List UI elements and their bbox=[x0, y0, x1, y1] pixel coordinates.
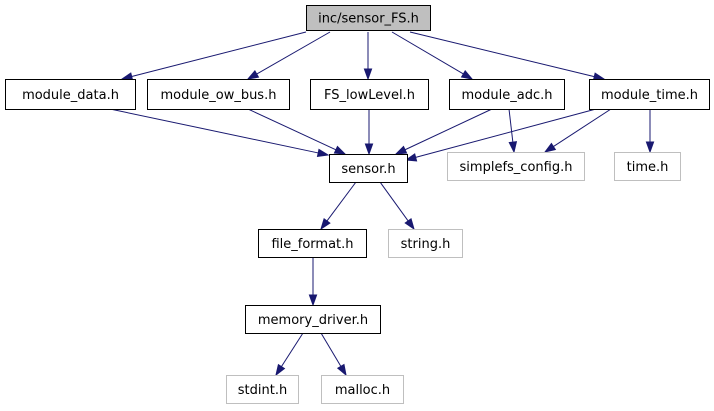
edge-module_time-to-simplefs bbox=[543, 108, 612, 153]
edge-line bbox=[109, 108, 319, 154]
node-fs-low[interactable]: FS_lowLevel.h bbox=[310, 79, 429, 110]
node-label: string.h bbox=[401, 237, 451, 252]
arrowhead-icon bbox=[508, 141, 518, 154]
edge-memory-to-malloc bbox=[320, 332, 347, 377]
node-module-data[interactable]: module_data.h bbox=[5, 79, 136, 110]
arrowhead-icon bbox=[320, 218, 331, 231]
edge-line bbox=[553, 108, 612, 147]
node-box bbox=[329, 154, 408, 183]
edges-layer bbox=[109, 31, 655, 377]
node-time: time.h bbox=[614, 152, 681, 181]
arrowhead-icon bbox=[460, 69, 474, 80]
node-box bbox=[245, 305, 381, 334]
edge-line bbox=[280, 332, 304, 367]
edge-sensor_fs-to-module_adc bbox=[391, 31, 474, 80]
node-malloc: malloc.h bbox=[321, 375, 404, 404]
edge-module_ow-to-sensor bbox=[247, 108, 347, 155]
node-label: file_format.h bbox=[271, 237, 353, 252]
edge-module_time-to-time bbox=[645, 109, 655, 154]
edge-sensor_fs-to-fs_low bbox=[363, 32, 373, 81]
node-sensor[interactable]: sensor.h bbox=[329, 154, 408, 183]
node-box bbox=[5, 79, 136, 110]
node-box bbox=[147, 79, 290, 110]
edge-line bbox=[247, 108, 337, 151]
node-simplefs: simplefs_config.h bbox=[447, 152, 585, 181]
node-label: stdint.h bbox=[238, 383, 287, 398]
node-memory[interactable]: memory_driver.h bbox=[245, 305, 381, 334]
node-sensor-fs[interactable]: inc/sensor_FS.h bbox=[306, 5, 431, 31]
node-label: simplefs_config.h bbox=[460, 160, 573, 175]
arrowhead-icon bbox=[363, 68, 373, 81]
node-module-ow[interactable]: module_ow_bus.h bbox=[147, 79, 290, 110]
node-box bbox=[589, 79, 710, 110]
node-box bbox=[306, 5, 431, 31]
node-box bbox=[388, 229, 463, 258]
edge-module_adc-to-simplefs bbox=[508, 108, 518, 154]
node-module-adc[interactable]: module_adc.h bbox=[449, 79, 565, 110]
node-label: malloc.h bbox=[335, 383, 390, 398]
node-label: module_ow_bus.h bbox=[161, 88, 277, 103]
arrowhead-icon bbox=[394, 145, 408, 155]
node-label: module_time.h bbox=[601, 88, 698, 103]
node-label: time.h bbox=[627, 160, 669, 175]
node-label: module_data.h bbox=[22, 88, 119, 103]
node-box bbox=[447, 152, 585, 181]
node-file-format[interactable]: file_format.h bbox=[258, 229, 367, 258]
arrowhead-icon bbox=[333, 145, 347, 155]
edge-sensor-to-string bbox=[379, 181, 415, 231]
node-box bbox=[614, 152, 681, 181]
edge-line bbox=[508, 108, 514, 143]
edge-line bbox=[391, 31, 464, 75]
node-box bbox=[258, 229, 367, 258]
edge-line bbox=[404, 108, 493, 151]
arrowhead-icon bbox=[543, 142, 557, 153]
edge-sensor-to-file_format bbox=[320, 181, 357, 231]
edge-sensor_fs-to-module_ow bbox=[246, 31, 331, 80]
node-label: module_adc.h bbox=[462, 88, 553, 103]
edge-line bbox=[131, 31, 307, 78]
node-label: memory_driver.h bbox=[258, 313, 368, 328]
arrowhead-icon bbox=[404, 217, 415, 231]
edge-memory-to-stdint bbox=[275, 332, 304, 377]
edge-line bbox=[379, 181, 409, 222]
edge-line bbox=[320, 332, 342, 367]
edge-file_format-to-memory bbox=[308, 257, 318, 307]
arrowhead-icon bbox=[404, 153, 418, 162]
arrowhead-icon bbox=[308, 294, 318, 307]
edge-module_time-to-sensor bbox=[404, 108, 597, 162]
edge-sensor_fs-to-module_time bbox=[409, 31, 606, 81]
arrowhead-icon bbox=[275, 363, 286, 377]
arrowhead-icon bbox=[120, 72, 134, 81]
node-box bbox=[321, 375, 404, 404]
arrowhead-icon bbox=[246, 70, 260, 80]
edge-line bbox=[326, 181, 357, 222]
edge-line bbox=[409, 31, 595, 78]
arrowhead-icon bbox=[316, 148, 330, 158]
node-label: FS_lowLevel.h bbox=[324, 88, 415, 103]
node-box bbox=[310, 79, 429, 110]
arrowhead-icon bbox=[364, 143, 374, 156]
node-label: inc/sensor_FS.h bbox=[318, 12, 419, 27]
arrowhead-icon bbox=[336, 363, 347, 377]
node-stdint: stdint.h bbox=[226, 375, 299, 404]
edge-line bbox=[415, 108, 597, 158]
edge-module_adc-to-sensor bbox=[394, 108, 493, 155]
node-module-time[interactable]: module_time.h bbox=[589, 79, 710, 110]
nodes-layer: inc/sensor_FS.h module_data.h module_ow_bu… bbox=[5, 5, 710, 404]
node-box bbox=[449, 79, 565, 110]
edge-fs_low-to-sensor bbox=[364, 109, 374, 156]
node-box bbox=[226, 375, 299, 404]
node-label: sensor.h bbox=[341, 162, 395, 177]
node-string: string.h bbox=[388, 229, 463, 258]
edge-module_data-to-sensor bbox=[109, 108, 330, 158]
edge-sensor_fs-to-module_data bbox=[120, 31, 307, 81]
edge-line bbox=[256, 31, 331, 75]
arrowhead-icon bbox=[645, 141, 655, 154]
